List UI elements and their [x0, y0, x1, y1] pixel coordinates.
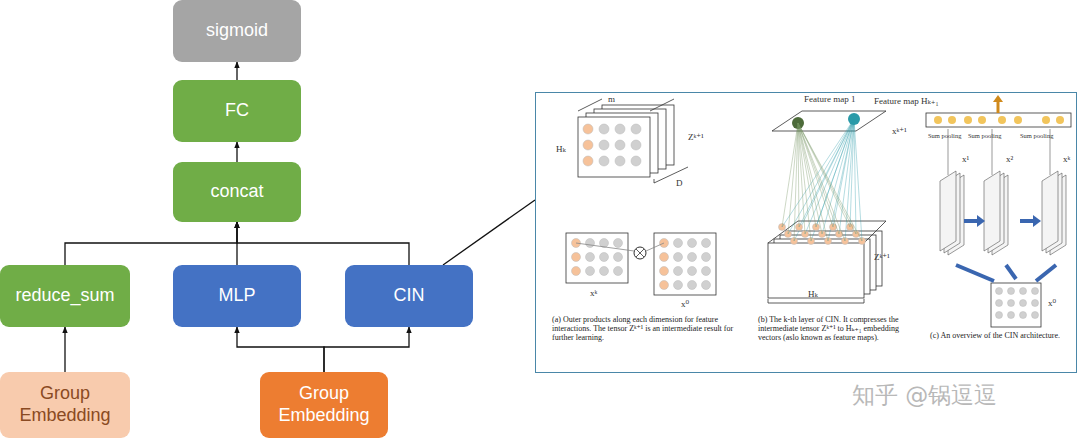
- node-label: FC: [225, 100, 249, 122]
- cin-layer-sketch: [768, 111, 886, 303]
- process-box: concat: [173, 162, 301, 222]
- figure-caption: (c) An overview of the CIN architecture.: [930, 331, 1075, 340]
- input-box: Group Embedding: [260, 372, 388, 438]
- pooling-label: Sum pooling: [968, 133, 1001, 140]
- tensor-label: Zᵏ⁺¹: [874, 253, 890, 262]
- dimension-label: Hₖ: [556, 145, 566, 154]
- tensor-label: Zᵏ⁺¹: [688, 133, 704, 142]
- connector: [237, 222, 409, 265]
- process-box: FC: [173, 80, 301, 142]
- feature-map-label: Feature map 1: [804, 95, 855, 104]
- node-label: sigmoid: [206, 20, 268, 42]
- feature-map-label: Feature map Hₖ₊₁: [874, 97, 939, 106]
- figure-panel: (a) Outer products along each dimension …: [535, 92, 1077, 373]
- figure-caption: (b) The k-th layer of CIN. It compresses…: [758, 315, 918, 343]
- matrix-label: x⁰: [1048, 299, 1056, 308]
- node-label: Group Embedding: [8, 383, 122, 426]
- watermark: 知乎 @锅逗逗: [852, 384, 997, 407]
- node-label: Group Embedding: [268, 383, 380, 426]
- connector: [65, 222, 237, 265]
- node-label: CIN: [394, 285, 425, 307]
- connector: [443, 200, 535, 265]
- matrix-label: x⁰: [681, 300, 689, 309]
- model-box: CIN: [345, 265, 473, 327]
- node-label: concat: [210, 181, 263, 203]
- dimension-label: D: [676, 179, 683, 188]
- dimension-label: m: [608, 95, 615, 104]
- connector: [64, 327, 65, 372]
- connector: [236, 142, 237, 162]
- input-box: Group Embedding: [0, 372, 130, 438]
- output-box: sigmoid: [173, 0, 301, 62]
- node-label: MLP: [218, 285, 255, 307]
- dimension-label: Hₖ: [808, 290, 818, 299]
- layer-label: x²: [1006, 155, 1013, 164]
- node-label: reduce_sum: [15, 285, 114, 307]
- pooling-label: Sum pooling: [928, 133, 961, 140]
- layer-label: xᵏ: [1063, 155, 1070, 164]
- connector: [236, 62, 237, 80]
- figure-caption: (a) Outer products along each dimension …: [552, 315, 742, 343]
- process-box: reduce_sum: [0, 265, 130, 327]
- pooling-label: Sum pooling: [1020, 133, 1053, 140]
- connector: [324, 327, 409, 372]
- matrix-label: xᵏ: [590, 289, 597, 298]
- layer-label: x¹: [962, 155, 969, 164]
- model-box: MLP: [173, 265, 301, 327]
- tensor-label: xᵏ⁺¹: [892, 127, 907, 136]
- cin-overview-sketch: [926, 95, 1071, 327]
- connector: [237, 327, 324, 372]
- outer-product-sketch: [566, 99, 716, 295]
